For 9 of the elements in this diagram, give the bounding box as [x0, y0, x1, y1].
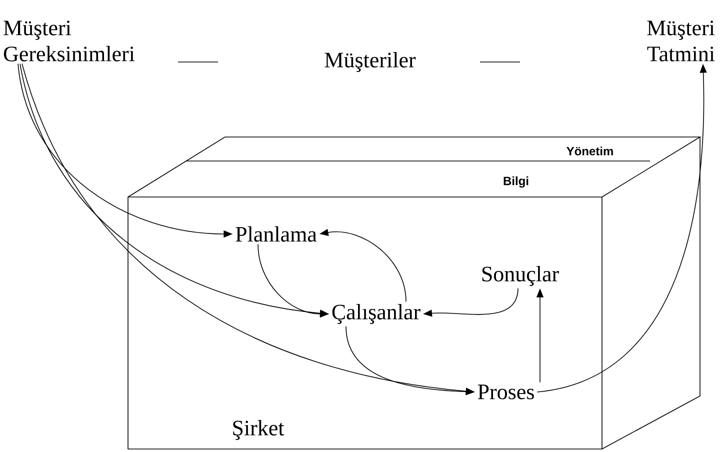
concept-label: Proses: [478, 384, 534, 400]
concept-label: Sonuçlar: [482, 266, 559, 286]
band-label: Yönetim: [566, 146, 613, 156]
band-label: Bilgi: [504, 176, 528, 188]
concept-label: Planlama: [236, 226, 317, 242]
heading-label: Müşteri Gereksinimleri: [4, 20, 135, 62]
heading-label: Müşteri Tatmini: [647, 20, 715, 62]
concept-label: Çalışanlar: [332, 304, 420, 324]
heading-label: Müşteriler: [324, 52, 416, 72]
